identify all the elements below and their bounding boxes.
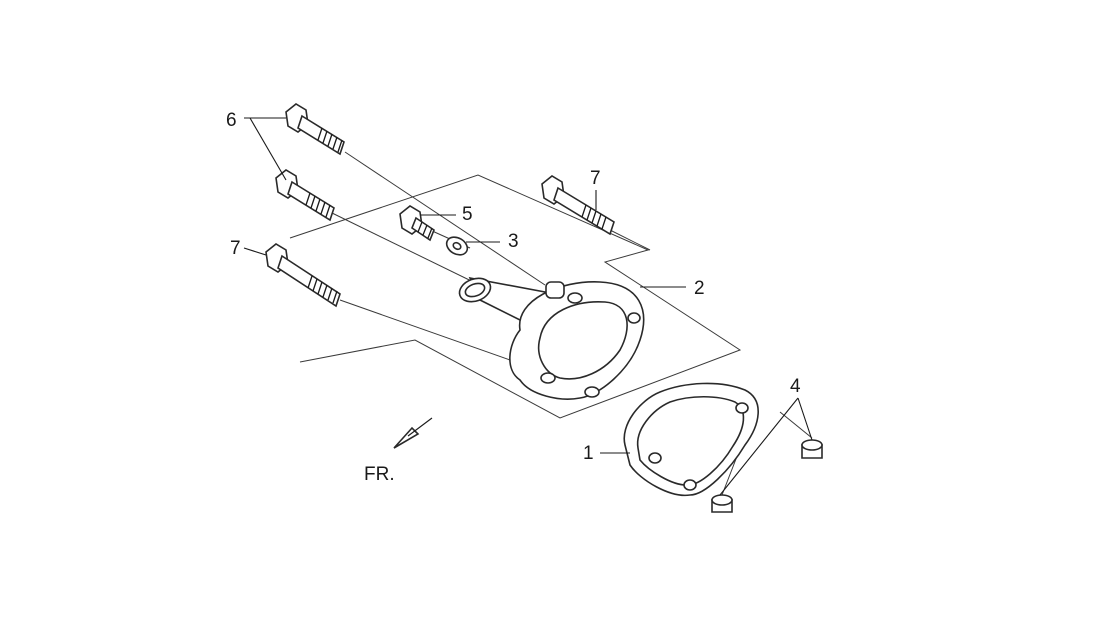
callout-1: 1 — [583, 443, 594, 464]
front-direction-label: FR. — [364, 464, 395, 485]
callout-4: 4 — [790, 376, 801, 397]
bolt-7-left — [265, 243, 341, 308]
callout-5: 5 — [462, 204, 473, 225]
bolt-6-lower — [275, 169, 335, 222]
dowel-4-lower — [711, 494, 733, 513]
callout-2: 2 — [694, 278, 705, 299]
callout-labels: 6 7 7 5 3 2 4 1 FR. — [226, 110, 801, 485]
callout-7-right: 7 — [590, 168, 601, 189]
washer-3 — [445, 236, 469, 256]
callout-3: 3 — [508, 231, 519, 252]
gasket-1 — [623, 382, 759, 497]
bolt-6-upper — [285, 103, 345, 156]
leader-lines — [243, 117, 813, 496]
callout-6: 6 — [226, 110, 237, 131]
dowel-4-upper — [801, 439, 823, 459]
bolt-7-right — [541, 175, 615, 236]
bolt-5 — [399, 205, 435, 242]
callout-7-left: 7 — [230, 238, 241, 259]
pump-cover-2 — [458, 276, 645, 400]
front-direction-arrow-icon — [393, 417, 433, 449]
